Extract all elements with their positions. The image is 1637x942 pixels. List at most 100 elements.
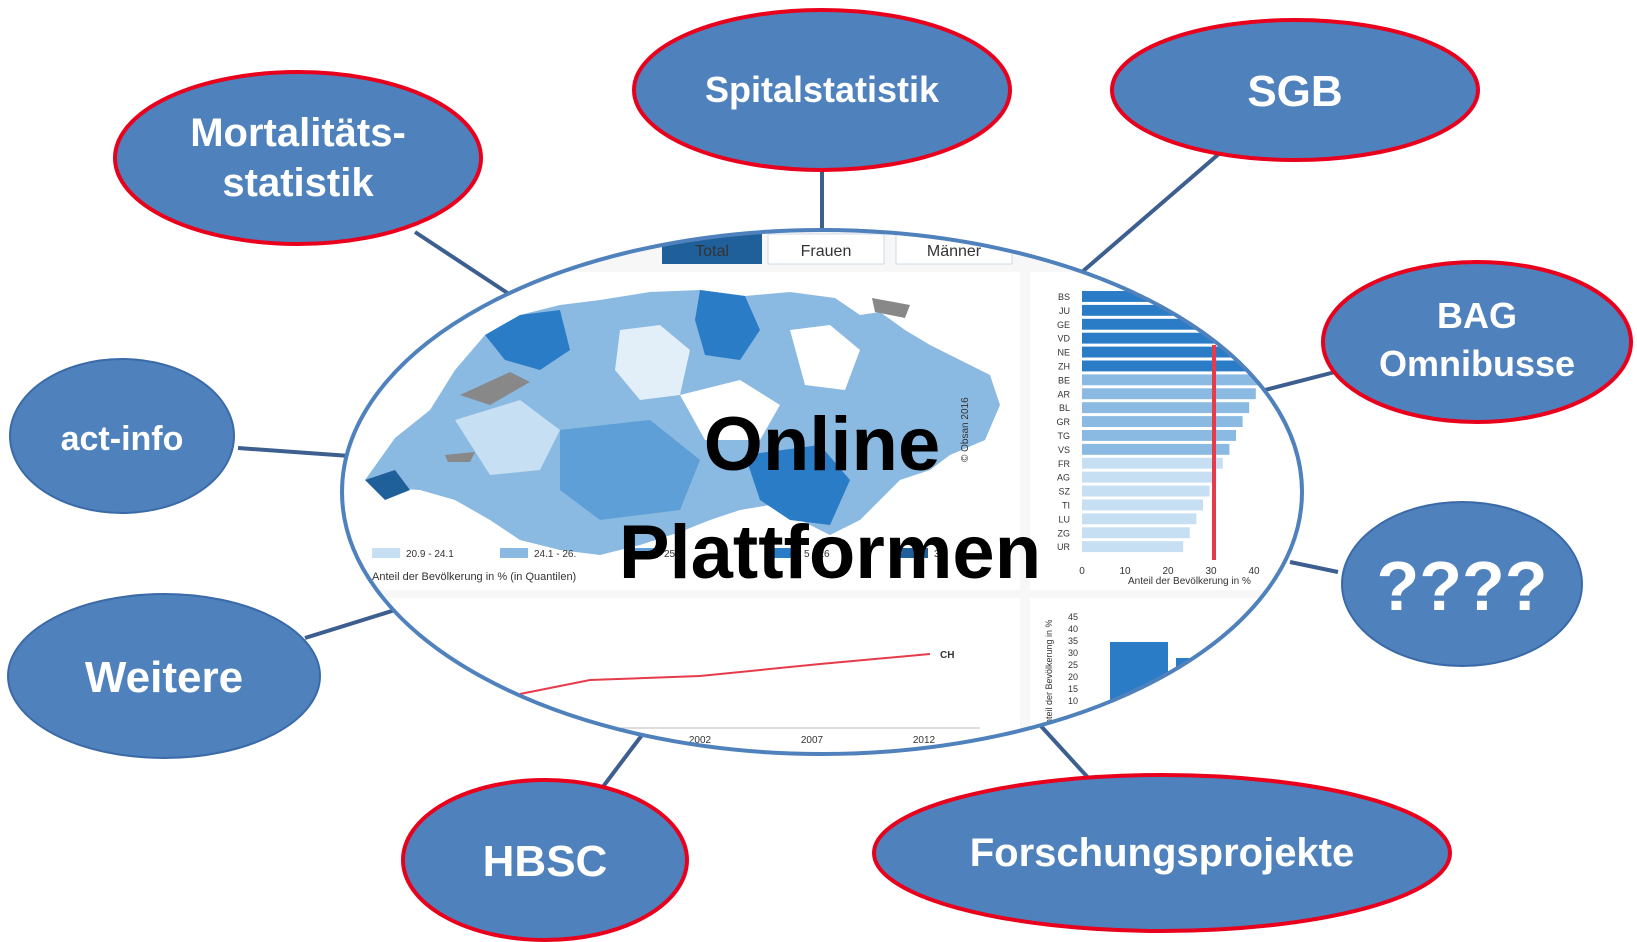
center-title-line1: Online	[704, 402, 940, 487]
bar	[1082, 291, 1302, 302]
node-fragezeichen[interactable]: ????	[1341, 501, 1583, 667]
bar-canton-label: TI	[1062, 501, 1070, 511]
node-sgb-label: SGB	[1247, 67, 1342, 116]
legend-label-3: 25	[664, 549, 676, 560]
bar-axis-tick: 10	[1119, 566, 1131, 577]
node-hbsc-label: HBSC	[483, 837, 608, 886]
line-label-ch: CH	[940, 650, 954, 661]
bar-canton-label: JU	[1059, 306, 1070, 316]
node-sgb[interactable]: SGB	[1110, 18, 1480, 162]
col-axis-tick: 15	[1068, 684, 1078, 694]
bar-canton-label: AR	[1057, 389, 1070, 399]
map-caption: Anteil der Bevölkerung in % (in Quantile…	[372, 571, 576, 583]
map-copyright: © Obsan 2016	[960, 397, 971, 462]
bar	[1082, 416, 1243, 427]
bar-canton-label: GR	[1057, 417, 1071, 427]
bar	[1082, 304, 1296, 316]
bar-canton-label: BL	[1059, 403, 1070, 413]
node-spital[interactable]: Spitalstatistik	[632, 8, 1012, 172]
bar-canton-label: SZ	[1058, 487, 1070, 497]
node-weitere[interactable]: Weitere	[7, 593, 321, 759]
col-axis-tick: 30	[1068, 648, 1078, 658]
bar-canton-label: ZG	[1058, 528, 1071, 538]
bar	[1082, 527, 1190, 539]
center-title-line2: Plattformen	[619, 510, 1041, 595]
node-actinfo-label: act-info	[61, 420, 184, 458]
node-weitere-label: Weitere	[85, 653, 243, 702]
bar	[1082, 332, 1283, 344]
center-platform: Total Frauen Männer	[340, 228, 1304, 756]
bar-canton-label: ZH	[1058, 362, 1070, 372]
node-bag-line2: Omnibusse	[1379, 343, 1575, 384]
bar-canton-label: NE	[1057, 348, 1070, 358]
bar-axis-tick: 40	[1248, 566, 1260, 577]
legend-label-5: 33	[934, 549, 946, 560]
line-tick-2012: 2012	[913, 735, 936, 746]
node-forschung[interactable]: Forschungsprojekte	[872, 773, 1452, 933]
connector-forschung	[1038, 723, 1094, 784]
legend-label-1: 20.9 - 24.1	[406, 549, 454, 560]
switzerland-map	[365, 290, 1000, 555]
col-axis-tick: 45	[1068, 612, 1078, 622]
tab-frauen[interactable]	[767, 233, 885, 265]
bar	[1082, 513, 1197, 525]
bar	[1082, 443, 1230, 455]
node-bag-line1: BAG	[1437, 295, 1517, 336]
bar-axis-tick: 20	[1162, 566, 1174, 577]
node-spital-label: Spitalstatistik	[705, 69, 940, 110]
bar-canton-label: TG	[1058, 431, 1071, 441]
connector-hbsc	[600, 733, 644, 790]
bar-axis-label: Anteil der Bevölkerung in %	[1128, 576, 1251, 587]
bar-canton-label: VD	[1057, 334, 1070, 344]
bar	[1082, 471, 1217, 483]
tab-maenner-label: Männer	[927, 243, 982, 260]
col-axis-tick: 20	[1068, 672, 1078, 682]
node-mortalitaet-line1: Mortalitäts-	[190, 111, 406, 155]
bar-canton-label: AG	[1057, 473, 1070, 483]
bar-canton-label: UR	[1057, 542, 1070, 552]
connector-actinfo	[237, 446, 351, 458]
node-mortalitaet[interactable]: Mortalitäts- statistik	[113, 70, 483, 246]
bar-canton-label: BE	[1058, 375, 1070, 385]
bar-canton-label: LU	[1058, 514, 1070, 524]
bar-axis-tick: 30	[1205, 566, 1217, 577]
bar	[1082, 457, 1223, 469]
column-bar-2	[1176, 658, 1234, 752]
connector-bag	[1264, 370, 1336, 392]
line-panel	[345, 598, 1020, 754]
connectors	[237, 144, 1339, 790]
map-legend: 20.9 - 24.1 24.1 - 26. 25 5 - 26 33	[372, 548, 946, 560]
bar	[1082, 360, 1269, 372]
col-axis-tick: 35	[1068, 636, 1078, 646]
bar-canton-label: VS	[1058, 445, 1070, 455]
bar	[1082, 402, 1250, 414]
connector-weitere	[304, 608, 396, 640]
bar	[1082, 346, 1276, 358]
col-axis-tick: 10	[1068, 696, 1078, 706]
bar-canton-label: BS	[1058, 292, 1070, 302]
node-bag[interactable]: BAG Omnibusse	[1321, 260, 1633, 424]
bar	[1082, 318, 1289, 330]
node-mortalitaet-line2: statistik	[222, 161, 374, 205]
bar-canton-label: FR	[1058, 459, 1070, 469]
bar-axis-tick: 0	[1079, 566, 1085, 577]
legend-label-4: 5 - 26	[804, 549, 830, 560]
node-actinfo[interactable]: act-info	[9, 358, 235, 514]
legend-label-2: 24.1 - 26.	[534, 549, 576, 560]
bar	[1082, 485, 1210, 497]
line-series-ch	[519, 653, 931, 695]
tab-total-label: Total	[695, 243, 729, 260]
center-ellipse-border	[340, 228, 1304, 756]
bar	[1082, 388, 1256, 400]
col-axis-tick: 25	[1068, 660, 1078, 670]
bar-canton-label: GE	[1057, 320, 1070, 330]
connector-fragezeichen	[1289, 560, 1339, 574]
col-axis-tick: 40	[1068, 624, 1078, 634]
bar	[1082, 541, 1184, 553]
node-hbsc[interactable]: HBSC	[401, 778, 689, 942]
node-forschung-label: Forschungsprojekte	[970, 831, 1355, 875]
col-axis-label: Anteil der Bevölkerung in %	[1044, 619, 1054, 730]
bar	[1082, 430, 1236, 441]
connector-sgb	[1080, 144, 1230, 274]
